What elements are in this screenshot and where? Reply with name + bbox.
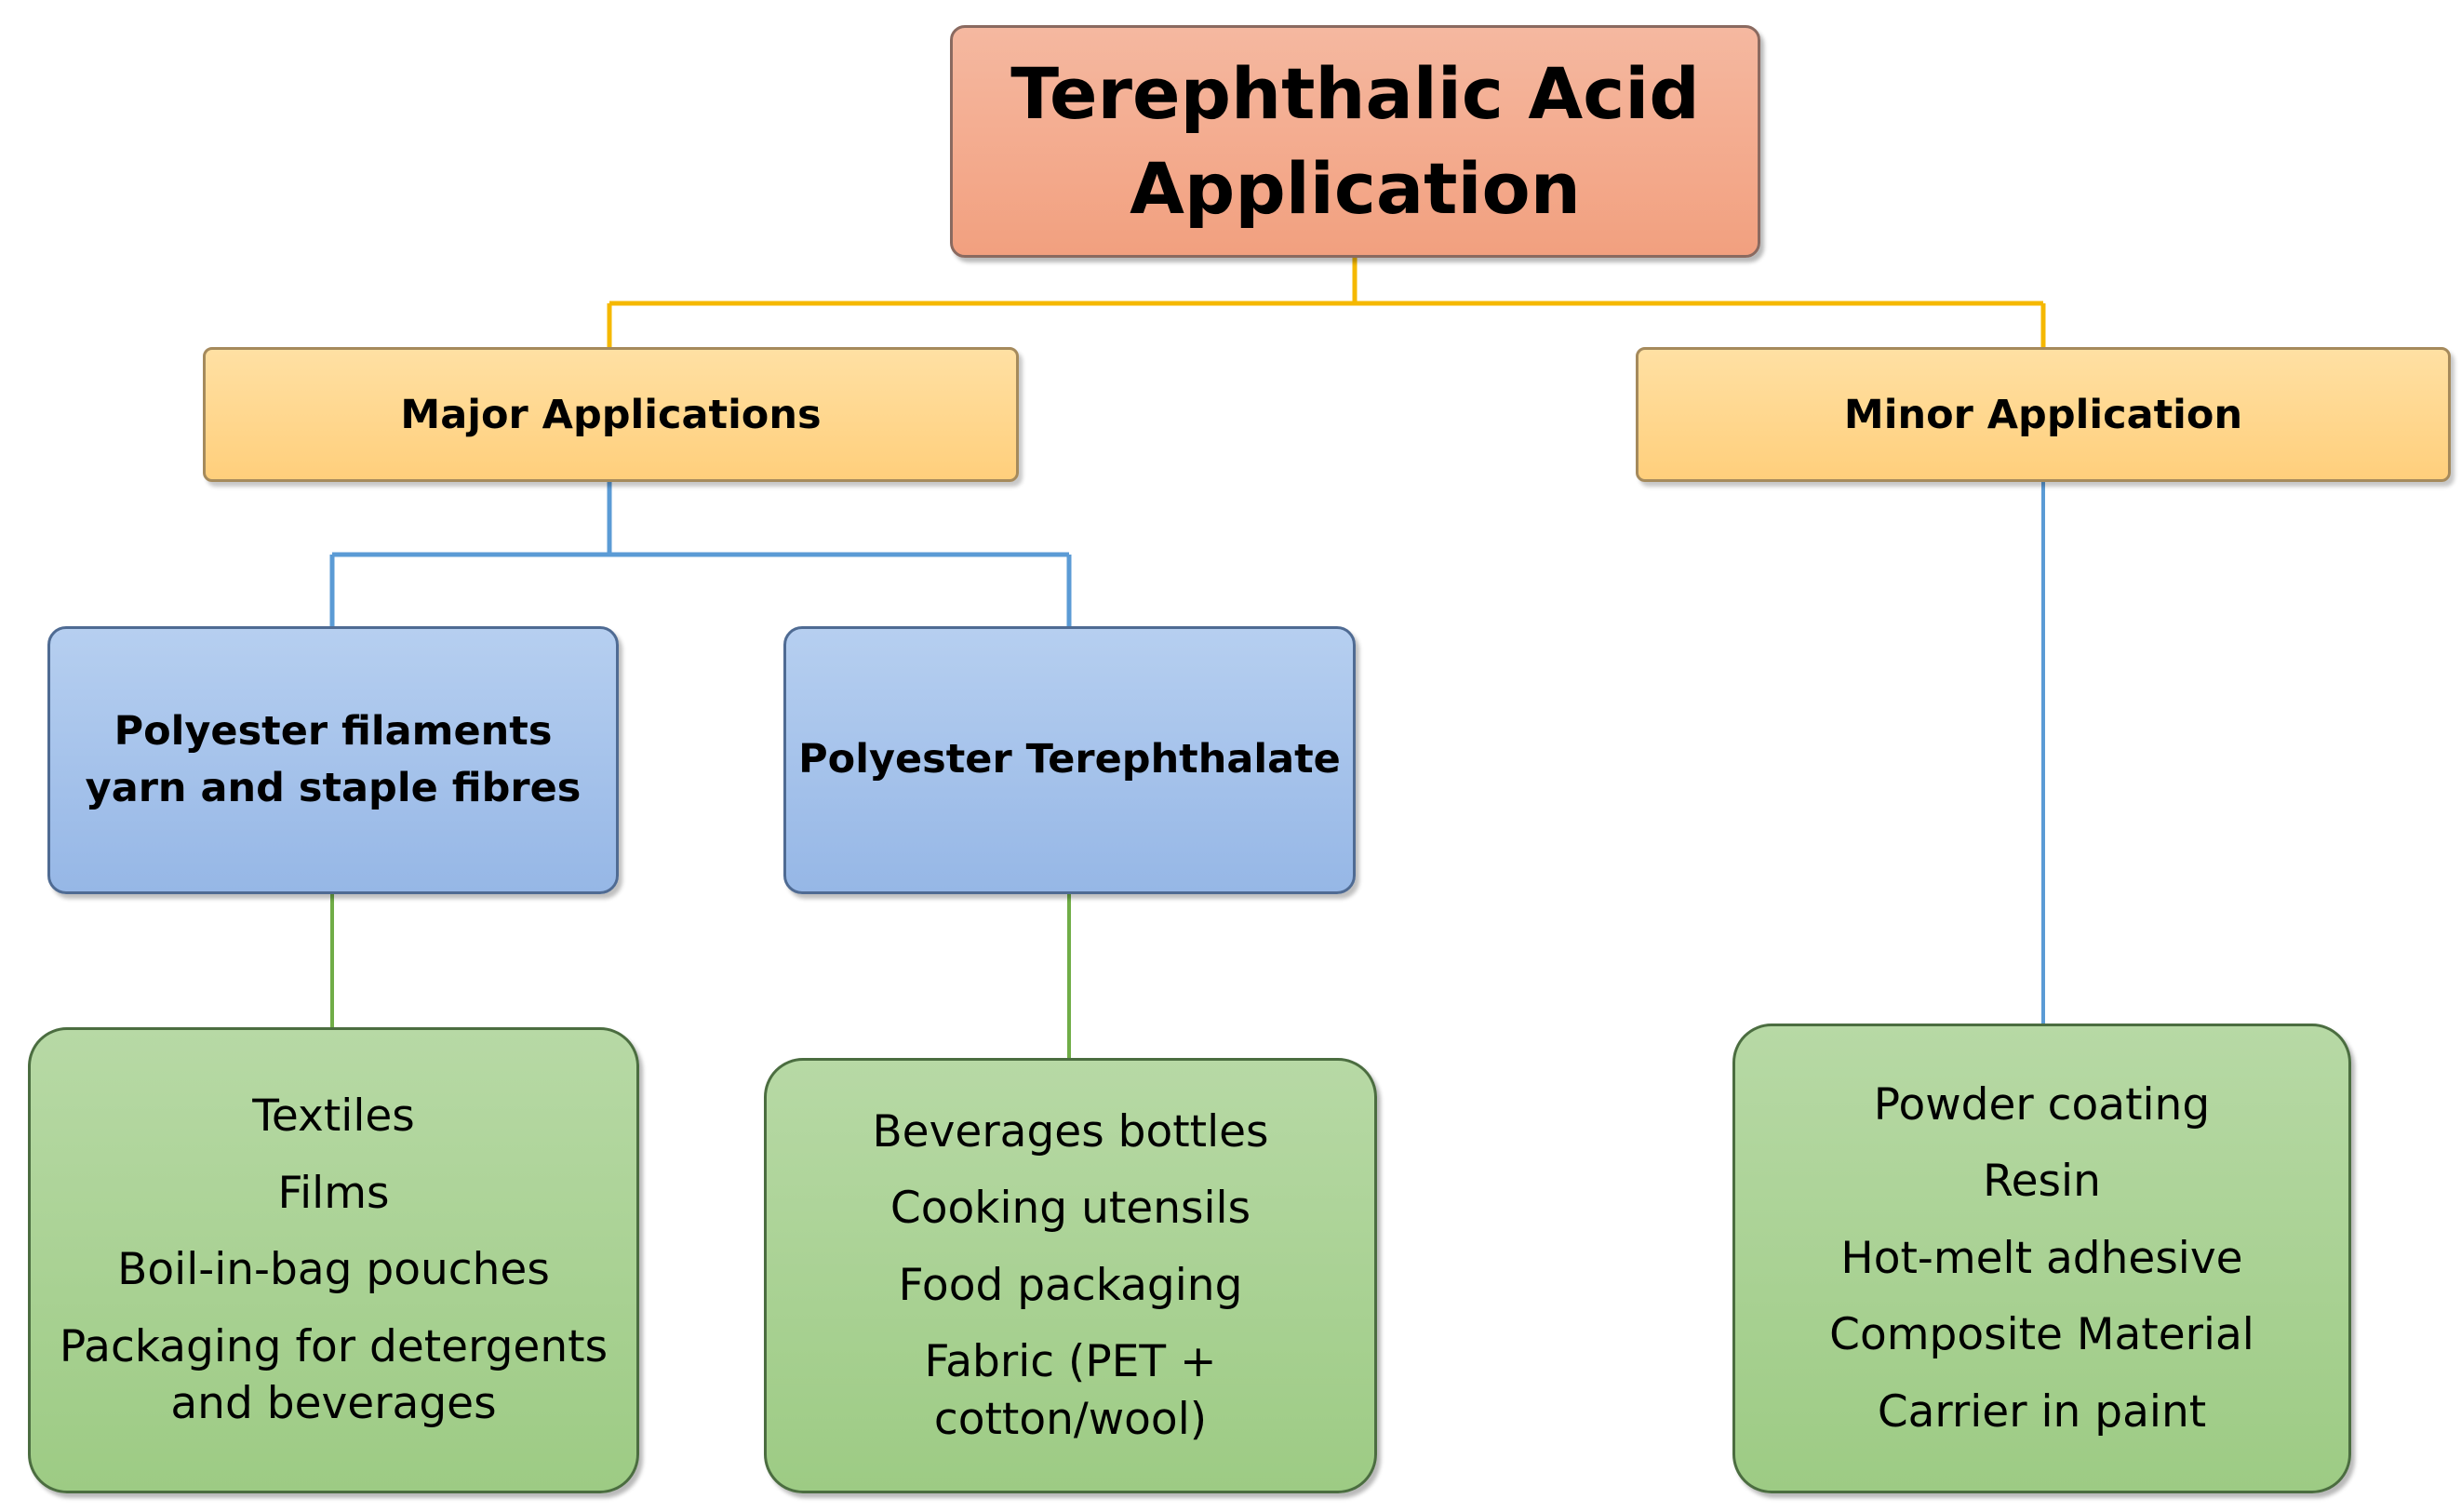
- polyester-filaments-node: Polyester filaments yarn and staple fibr…: [47, 626, 619, 894]
- use-item: Cooking utensils: [890, 1180, 1251, 1238]
- use-item-text: Composite Material: [1829, 1309, 2254, 1361]
- use-item: Composite Material: [1829, 1306, 2254, 1364]
- connector-major-to-subcategories: [329, 482, 1072, 626]
- use-item: Resin: [1983, 1153, 2101, 1211]
- polyester-terephthalate-label: Polyester Terephthalate: [798, 736, 1341, 783]
- use-item: Powder coating: [1874, 1077, 2210, 1134]
- connector-root-to-categories: [607, 258, 2046, 347]
- use-item: Food packaging: [899, 1257, 1243, 1315]
- use-item-text: Cooking utensils: [889, 1183, 1251, 1235]
- use-item-text: Powder coating: [1873, 1078, 2211, 1131]
- use-item: Textiles: [252, 1088, 415, 1145]
- use-item: Fabric (PET + cotton/wool): [925, 1333, 1217, 1448]
- use-item-text: Films: [277, 1167, 390, 1219]
- use-item: Boil-in-bag pouches: [117, 1241, 550, 1299]
- root-title-line-1: Terephthalic Acid: [1010, 52, 1700, 136]
- minor-application-node: Minor Application: [1636, 347, 2451, 482]
- use-item-text: cotton/wool): [933, 1393, 1208, 1445]
- use-item-text: Beverages bottles: [872, 1105, 1269, 1157]
- minor-application-label: Minor Application: [1843, 391, 2243, 438]
- use-item-text: Packaging for detergents: [59, 1320, 609, 1372]
- use-item-text: and beverages: [170, 1378, 497, 1430]
- major-connector: [329, 482, 1072, 626]
- use-item: Carrier in paint: [1878, 1384, 2206, 1441]
- use-item-text: Food packaging: [898, 1259, 1243, 1311]
- root-node: Terephthalic Acid Application: [950, 25, 1760, 258]
- root-title-line-2: Application: [1130, 147, 1581, 230]
- polyester-filaments-line-2: yarn and staple fibres: [85, 765, 582, 811]
- polyester-terephthalate-node: Polyester Terephthalate: [783, 626, 1356, 894]
- polyester-filaments-line-1: Polyester filaments: [114, 707, 553, 755]
- major-applications-node: Major Applications: [203, 347, 1019, 482]
- use-item-text: Carrier in paint: [1877, 1385, 2207, 1438]
- pet-uses-node: Beverages bottles Cooking utensils Food …: [764, 1058, 1377, 1493]
- use-item: Films: [277, 1165, 389, 1223]
- use-item-text: Fabric (PET +: [924, 1336, 1217, 1388]
- use-item-text: Hot-melt adhesive: [1840, 1232, 2243, 1284]
- use-item-text: Textiles: [252, 1091, 415, 1143]
- use-item: Hot-melt adhesive: [1840, 1230, 2242, 1288]
- minor-uses-node: Powder coating Resin Hot-melt adhesive C…: [1732, 1024, 2351, 1493]
- use-item: Packaging for detergents and beverages: [60, 1318, 608, 1433]
- root-connector: [607, 258, 2046, 347]
- use-item-text: Boil-in-bag pouches: [117, 1244, 550, 1296]
- filaments-uses-node: Textiles Films Boil-in-bag pouches Packa…: [28, 1027, 639, 1493]
- major-applications-label: Major Applications: [400, 391, 822, 438]
- leaf-connectors: [330, 894, 1071, 1058]
- use-item-text: Resin: [1983, 1156, 2101, 1208]
- use-item: Beverages bottles: [872, 1104, 1268, 1161]
